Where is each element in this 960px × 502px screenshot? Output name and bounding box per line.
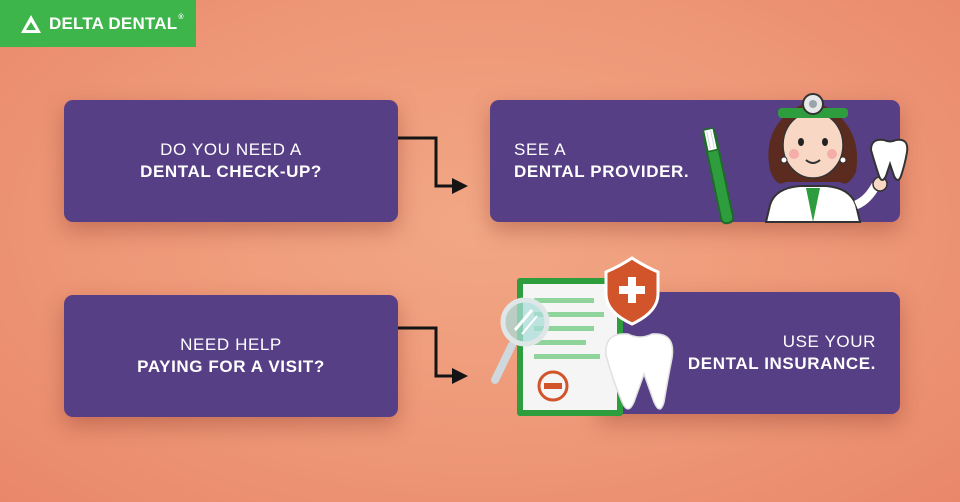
shield-cross-icon	[604, 256, 660, 326]
logo-text: DELTA DENTAL®	[49, 13, 184, 33]
insurance-tooth-icon	[605, 333, 674, 410]
arrow-connector-top	[398, 136, 468, 194]
arrow-connector-bottom	[398, 326, 468, 384]
step-insurance-line1: USE YOUR	[782, 332, 876, 351]
step-checkup-line1: DO YOU NEED A	[160, 140, 302, 159]
delta-logo-icon	[21, 14, 41, 33]
step-payment-line1: NEED HELP	[180, 335, 282, 354]
step-payment-box: NEED HELP PAYING FOR A VISIT?	[64, 295, 398, 417]
step-provider-line1: SEE A	[514, 140, 567, 159]
dentist-icon	[764, 93, 888, 223]
magnifier-icon	[491, 297, 550, 384]
tooth-icon	[869, 138, 909, 181]
delta-dental-logo: DELTA DENTAL®	[0, 0, 196, 47]
toothbrush-icon	[702, 127, 735, 225]
step-insurance-line2: DENTAL INSURANCE.	[687, 354, 876, 373]
step-checkup-line2: DENTAL CHECK-UP?	[140, 162, 322, 181]
step-checkup-box: DO YOU NEED A DENTAL CHECK-UP?	[64, 100, 398, 222]
step-payment-line2: PAYING FOR A VISIT?	[137, 357, 325, 376]
document-icon	[517, 278, 623, 416]
step-provider-line2: DENTAL PROVIDER.	[514, 162, 690, 181]
